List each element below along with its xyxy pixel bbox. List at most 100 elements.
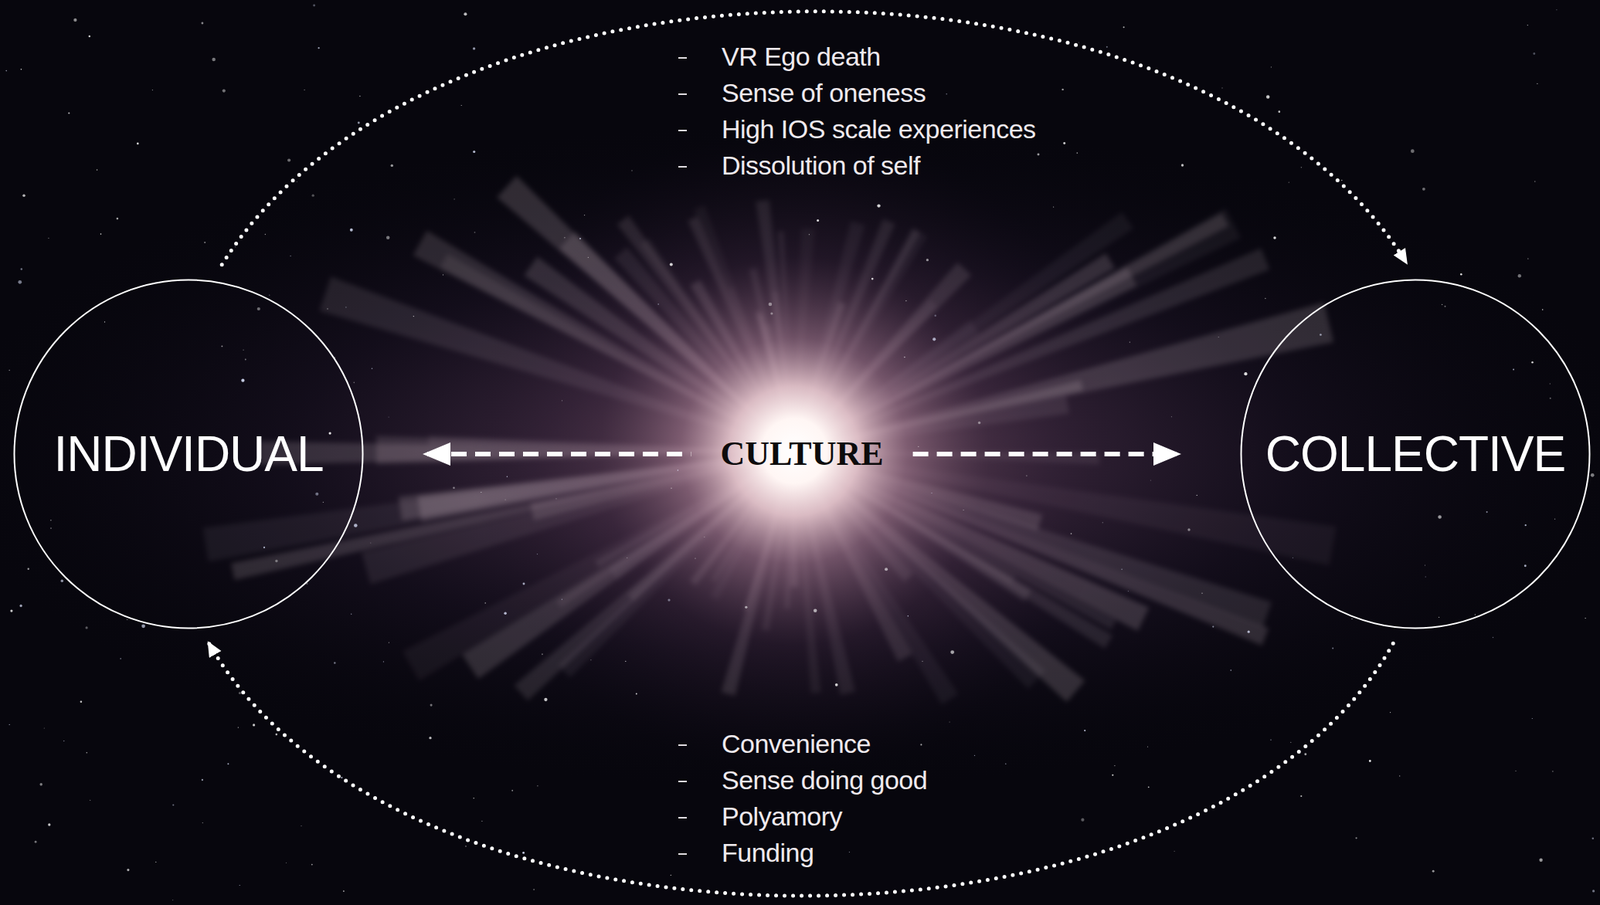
star	[350, 614, 352, 615]
star	[119, 658, 122, 660]
star	[1129, 342, 1131, 344]
star	[903, 356, 905, 358]
star	[252, 723, 255, 727]
star	[670, 488, 672, 490]
star	[1351, 618, 1353, 620]
list-item: VR Ego death	[678, 38, 881, 75]
star	[1331, 648, 1334, 650]
star	[47, 237, 49, 239]
star	[1444, 305, 1447, 308]
star	[1123, 26, 1125, 28]
star	[744, 606, 748, 609]
star	[227, 763, 229, 765]
star	[1277, 110, 1281, 113]
star	[34, 841, 38, 844]
star	[694, 557, 696, 559]
star	[85, 752, 88, 755]
star	[1525, 524, 1527, 527]
star	[1534, 180, 1536, 183]
star	[300, 825, 302, 827]
star	[289, 255, 292, 258]
star	[1538, 859, 1543, 863]
star	[1438, 617, 1440, 619]
star	[242, 349, 245, 352]
star	[315, 492, 319, 496]
star	[428, 737, 432, 740]
star	[1196, 495, 1198, 496]
star	[926, 258, 929, 262]
star	[349, 228, 354, 232]
star	[808, 234, 810, 235]
star	[275, 733, 279, 737]
star	[1592, 890, 1595, 893]
star	[1542, 309, 1543, 310]
star	[522, 852, 525, 855]
star	[541, 653, 544, 656]
star	[563, 237, 566, 239]
star	[934, 314, 936, 316]
nebula-band	[0, 123, 1600, 789]
star	[543, 698, 547, 702]
star	[1512, 369, 1515, 371]
star	[1554, 519, 1556, 520]
star	[44, 727, 45, 729]
star	[17, 280, 22, 285]
star	[677, 469, 679, 471]
star	[813, 609, 818, 614]
star	[1218, 336, 1220, 338]
star	[1005, 764, 1006, 765]
star	[237, 726, 239, 728]
star	[1301, 166, 1303, 169]
star	[222, 89, 226, 93]
star	[343, 890, 345, 893]
star	[1355, 837, 1357, 840]
star	[257, 307, 261, 311]
star	[383, 661, 384, 663]
star	[1288, 182, 1290, 184]
star	[200, 22, 204, 25]
star	[1247, 631, 1251, 634]
star	[579, 237, 581, 240]
star	[203, 241, 206, 244]
circle-node: INDIVIDUAL	[13, 278, 364, 630]
list-item: Sense of oneness	[678, 74, 926, 112]
star	[152, 89, 153, 91]
star	[116, 217, 119, 221]
star	[625, 661, 626, 663]
star	[1422, 187, 1426, 191]
star	[907, 615, 909, 617]
star	[88, 35, 92, 38]
star	[287, 158, 291, 162]
star	[1460, 273, 1463, 276]
star	[1037, 153, 1040, 157]
star	[67, 112, 70, 114]
star	[978, 421, 981, 425]
star	[561, 599, 563, 601]
star	[1114, 765, 1115, 767]
star	[1424, 564, 1426, 566]
star	[126, 619, 128, 621]
star	[1221, 87, 1223, 89]
star	[1304, 753, 1307, 756]
star	[584, 214, 585, 216]
star	[388, 417, 390, 418]
star	[472, 150, 476, 153]
star	[533, 889, 534, 891]
star	[1292, 557, 1294, 559]
star	[141, 624, 146, 629]
star	[1181, 163, 1184, 167]
star	[635, 693, 638, 696]
star	[1532, 52, 1536, 55]
star	[506, 476, 508, 478]
star	[1063, 142, 1066, 145]
star	[244, 359, 247, 361]
star	[61, 580, 64, 583]
star	[322, 502, 324, 503]
star	[326, 308, 328, 310]
star	[73, 18, 77, 22]
star	[1078, 41, 1080, 43]
connector-arrow	[221, 11, 1407, 265]
starfield	[5, 3, 1595, 901]
star	[511, 790, 513, 792]
star	[1319, 333, 1322, 337]
